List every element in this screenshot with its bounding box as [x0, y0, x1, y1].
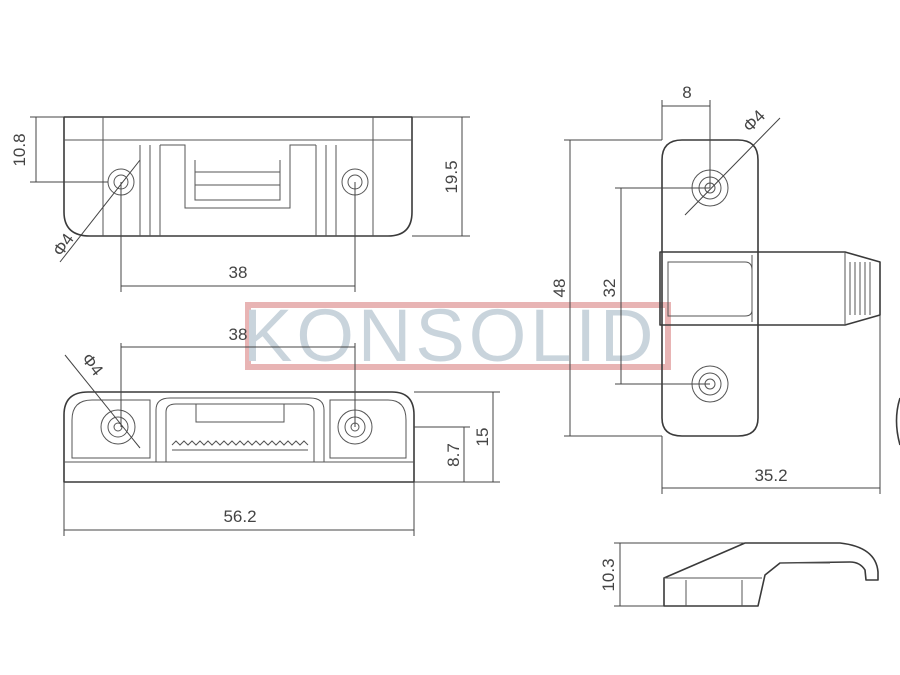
watermark: KONSOLID	[243, 294, 671, 377]
dim-front-38: 38	[229, 325, 248, 344]
dim-side-35-2: 35.2	[754, 466, 787, 485]
top-view	[63, 116, 413, 237]
dim-front-56-2: 56.2	[223, 507, 256, 526]
dim-side-48: 48	[550, 279, 569, 298]
watermark-bar	[245, 302, 671, 370]
front-view	[63, 391, 415, 483]
side-view	[659, 139, 881, 437]
dim-side-phi4: Φ4	[739, 106, 769, 136]
profile-view	[663, 542, 879, 607]
dim-side-32: 32	[600, 279, 619, 298]
dim-top-19-5: 19.5	[442, 160, 461, 193]
edge-fragment	[895, 397, 900, 446]
dim-top-38: 38	[229, 263, 248, 282]
watermark-text: KONSOLID	[243, 294, 657, 377]
side-view-dimensions: 8 Φ4 48 32 35.2	[550, 83, 881, 494]
dim-front-8-7: 8.7	[444, 443, 463, 467]
dim-front-phi4: Φ4	[78, 350, 107, 380]
dim-side-8: 8	[682, 83, 691, 102]
profile-view-dimensions: 10.3	[599, 542, 745, 607]
dim-top-10-8: 10.8	[10, 133, 29, 166]
dim-top-phi4: Φ4	[49, 230, 78, 260]
top-view-dimensions: 10.8 19.5 38 Φ4	[10, 116, 470, 292]
dim-front-15: 15	[473, 428, 492, 447]
dim-profile-10-3: 10.3	[599, 558, 618, 591]
